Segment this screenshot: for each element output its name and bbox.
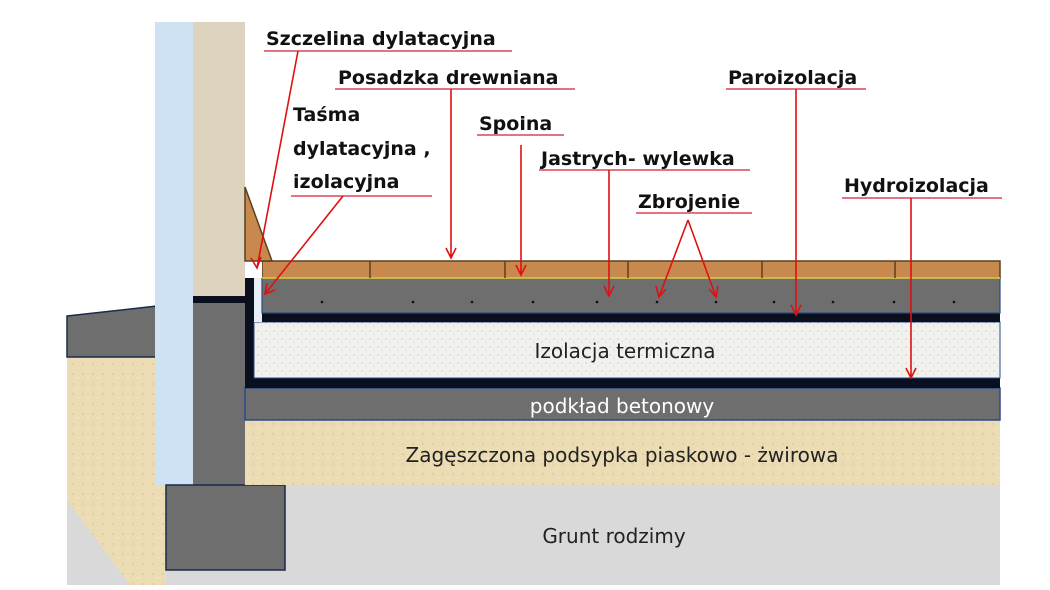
label-tape-line1: Taśma	[293, 104, 360, 126]
layer-label-concrete-base: podkład betonowy	[530, 394, 715, 418]
edge-tape	[254, 278, 262, 322]
label-expansion-gap: Szczelina dylatacyjna	[266, 28, 496, 50]
reinforcement-dots	[320, 300, 956, 304]
label-screed: Jastrych- wylewka	[539, 148, 735, 170]
wood-floor-layer	[261, 260, 1001, 279]
concrete-base-layer	[244, 387, 1001, 421]
label-tape-line3: izolacyjna	[293, 171, 399, 193]
arrow-joint	[515, 145, 527, 277]
arrow-edge-tape	[263, 195, 344, 296]
skirting-board	[244, 186, 274, 262]
label-wood-floor: Posadzka drewniana	[338, 67, 558, 89]
expansion-gap	[245, 262, 262, 278]
label-vapor-barrier: Paroizolacja	[728, 67, 857, 89]
wall	[193, 22, 245, 297]
arrow-expansion-gap	[250, 50, 299, 270]
foundation-wall	[193, 303, 245, 485]
floor-joints	[369, 261, 896, 278]
layer-label-native-soil: Grunt rodzimy	[542, 524, 686, 548]
label-waterproofing: Hydroizolacja	[844, 175, 989, 197]
arrow-vapor-barrier	[790, 89, 802, 317]
wall-insulation	[155, 22, 193, 485]
arrow-reinforcement	[655, 219, 719, 299]
arrow-wood-floor	[445, 89, 457, 260]
outer-pavement	[66, 304, 167, 358]
label-reinforcement: Zbrojenie	[638, 191, 740, 213]
layer-label-compacted-fill: Zagęszczona podsypka piaskowo - żwirowa	[406, 443, 839, 467]
label-joint: Spoina	[479, 113, 552, 135]
thermal-insulation-layer	[253, 321, 1001, 379]
outer-ground-sand	[67, 357, 166, 585]
label-tape-line2: dylatacyjna ,	[293, 138, 431, 160]
footing	[165, 484, 286, 571]
waterproofing-upturn	[245, 278, 254, 388]
arrow-waterproofing	[905, 198, 917, 380]
screed-layer	[261, 277, 1001, 314]
wall-damp-course	[193, 296, 245, 303]
layer-label-thermal-insulation: Izolacja termiczna	[534, 339, 715, 363]
vapor-barrier	[262, 313, 1000, 322]
waterproofing-membrane	[245, 378, 1000, 388]
arrow-screed	[603, 170, 615, 298]
compacted-fill-layer	[245, 420, 1000, 485]
